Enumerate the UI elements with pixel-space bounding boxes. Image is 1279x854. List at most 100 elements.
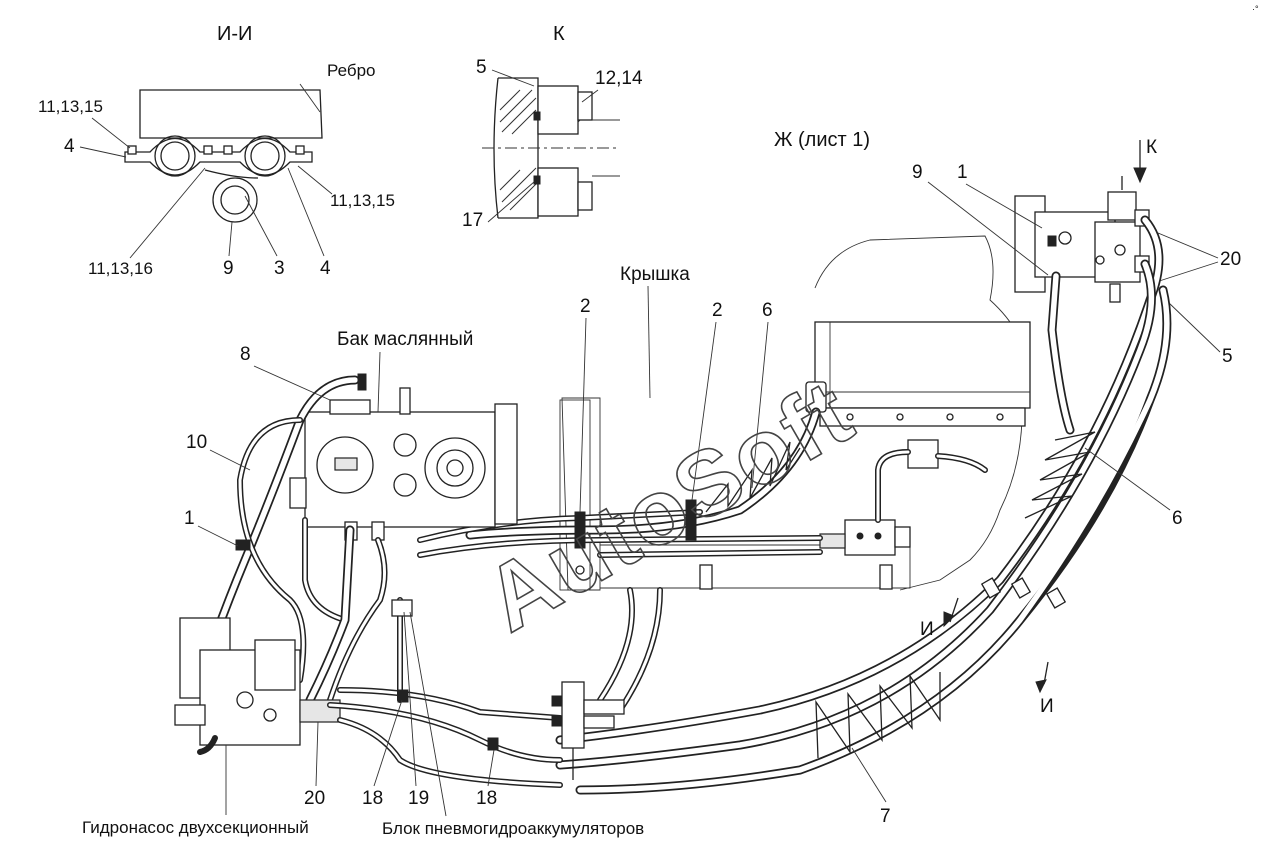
leader-cover <box>647 285 651 399</box>
leader-pos-8 <box>253 365 331 401</box>
k-pos-12-14-label: 12,14 <box>595 68 643 89</box>
bolt-mid-a <box>203 145 213 155</box>
pos-18-right-label: 18 <box>476 788 497 809</box>
plate-bolt <box>575 565 585 575</box>
leader-pos-18-right <box>487 749 495 787</box>
pos-5-right-label: 5 <box>1222 346 1233 367</box>
k-seal-bottom <box>533 175 541 185</box>
rib-label: Ребро <box>327 61 376 80</box>
tank-lid-outer <box>424 437 486 499</box>
distributor-section <box>1094 221 1141 283</box>
valve-block <box>819 439 988 556</box>
spiral-wrap-right <box>1024 431 1096 519</box>
clamp-pos18-left <box>397 689 409 703</box>
leader-pos-2-right <box>691 321 717 501</box>
view-k-title: К <box>553 23 565 45</box>
leader-pos-4-bottom <box>287 167 325 257</box>
leader-pos-1-left <box>197 525 239 547</box>
valve-body <box>844 519 896 556</box>
leader-fast-top-left <box>91 117 131 149</box>
section-ii-detail: И-И Ребро 11,13,15 4 11,13,15 11,13,16 9… <box>38 23 395 279</box>
pos-1-top-label: 1 <box>957 162 968 183</box>
filter-plate <box>334 457 358 471</box>
leader-pos-3 <box>244 195 278 257</box>
section-mark-upper-label: И <box>920 619 934 640</box>
spiral-6-right <box>1024 431 1096 519</box>
pipe-left-inner <box>160 141 190 171</box>
pos-20-bottom-label: 20 <box>304 788 325 809</box>
clamp-pos2-right <box>685 499 697 541</box>
view-k-detail: К 5 12,14 17 <box>462 23 643 231</box>
pos-6-right-label: 6 <box>1172 508 1183 529</box>
cover-hose <box>465 381 827 540</box>
leader-pos-20-right-b <box>1149 261 1219 285</box>
oil-tank-body <box>304 411 496 528</box>
k-body-arc <box>493 77 499 219</box>
pos-18-left-label: 18 <box>362 788 383 809</box>
pos-4-bottom-label: 4 <box>320 258 331 279</box>
gauge-a <box>393 433 417 457</box>
acc-block-body <box>561 681 585 749</box>
cover-block <box>814 321 1031 409</box>
oil-tank-cap <box>329 399 371 415</box>
bolt-mid-b <box>223 145 233 155</box>
hose-tank-down <box>302 517 348 623</box>
pos-2-left-label: 2 <box>580 296 591 317</box>
watermark: AutoSoft <box>468 361 869 651</box>
tee-fitting <box>391 599 413 617</box>
upper-valve <box>907 439 939 469</box>
hose-pos8-clamp <box>357 373 367 391</box>
k-fitting-top <box>537 85 579 135</box>
rib-body <box>139 89 323 139</box>
distributor-fitting <box>1047 235 1057 247</box>
fasteners-right-label: 11,13,15 <box>330 191 395 210</box>
leader-k-pos-12-14 <box>581 89 599 103</box>
leader-pos-6-top <box>751 321 769 489</box>
clamp-r1 <box>980 577 1002 599</box>
gauge-b <box>393 473 417 497</box>
acc-valve-a <box>583 699 625 715</box>
leader-pos-9-top <box>927 181 1049 276</box>
k-seal-top <box>533 111 541 121</box>
pos-19-label: 19 <box>408 788 429 809</box>
pos-9-label: 9 <box>223 258 234 279</box>
leader-oil-tank <box>377 351 381 413</box>
lower-pipes <box>327 587 663 788</box>
leader-pos-6-right <box>1084 447 1171 511</box>
k-pos-5-label: 5 <box>476 57 487 78</box>
fasteners-top-left-label: 11,13,15 <box>38 97 103 116</box>
distributor-bolt-a <box>1114 244 1126 256</box>
spiral-6-top <box>705 441 801 513</box>
cover-rail-bolts <box>846 413 1004 421</box>
acc-valve-b <box>583 715 615 729</box>
pos-8-label: 8 <box>240 344 251 365</box>
valve-port-a <box>856 532 864 540</box>
section-mark-upper: И <box>920 597 959 640</box>
fasteners-bottom-label: 11,13,16 <box>88 259 153 278</box>
pump-section <box>254 639 296 691</box>
pos-3-label: 3 <box>274 258 285 279</box>
bolt-left <box>127 145 137 155</box>
leader-pos-10 <box>209 449 251 471</box>
distributor-drain <box>1109 283 1121 303</box>
distributor-gauge <box>1058 231 1072 245</box>
leader-k-pos-17 <box>487 181 535 223</box>
pump-bolt-a <box>236 691 254 709</box>
pos-4-left-label: 4 <box>64 136 75 157</box>
leader-k-pos-5 <box>491 69 535 87</box>
distributor-bolt-b <box>1095 255 1105 265</box>
clamp-pos18-right <box>487 737 499 751</box>
oil-tank <box>289 387 518 541</box>
clamp-plate <box>124 138 313 176</box>
arrow-k-head <box>1133 167 1147 184</box>
cab-frame <box>814 235 1031 591</box>
pipe-left-outer <box>154 135 196 177</box>
pos-1-left-label: 1 <box>184 508 195 529</box>
pos-6-top-label: 6 <box>762 300 773 321</box>
valve-end <box>894 526 911 548</box>
beam-bracket-a <box>699 564 713 590</box>
central-plate <box>559 397 911 591</box>
clamp-pos1-left <box>235 539 251 551</box>
oil-tank-flange <box>494 403 518 525</box>
